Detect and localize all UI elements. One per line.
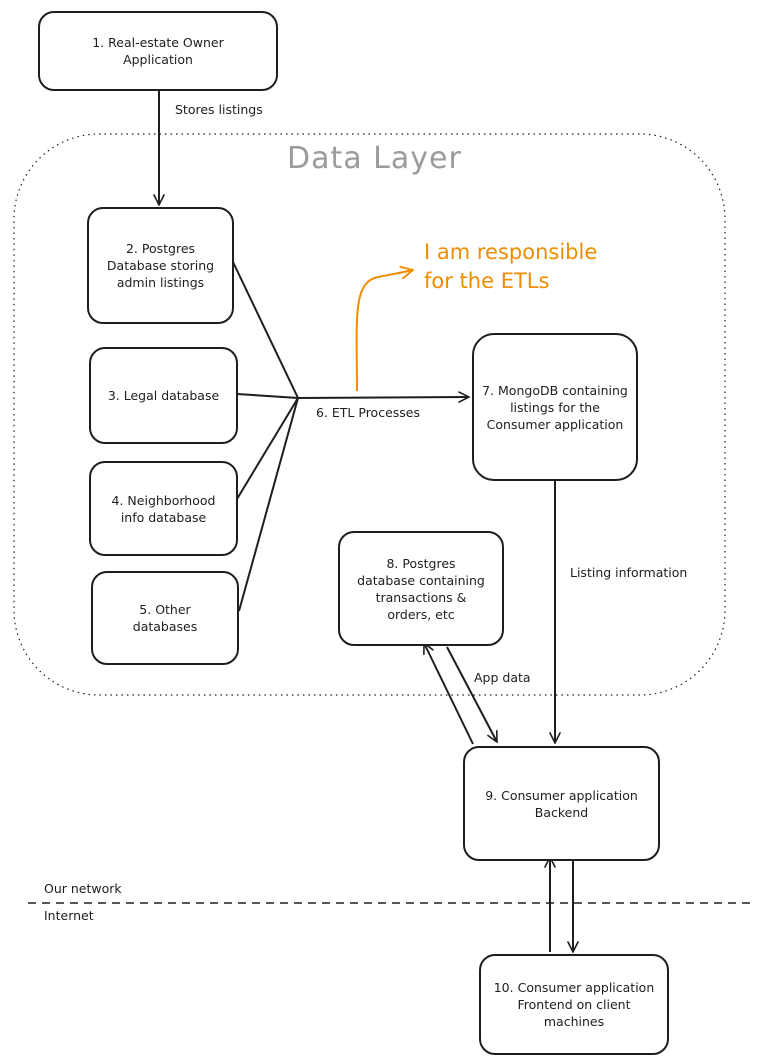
label-stores-listings: Stores listings: [175, 102, 263, 117]
label-listing-information: Listing information: [570, 565, 688, 580]
label-etl-processes: 6. ETL Processes: [316, 405, 420, 420]
edge-postgres-to-backend: [446, 646, 498, 742]
node-real-estate-owner-app: 1. Real-estate Owner Application: [38, 11, 278, 91]
node-other-databases: 5. Other databases: [91, 571, 239, 665]
node-9-label: 9. Consumer application Backend: [485, 787, 638, 820]
label-app-data: App data: [474, 670, 531, 685]
node-4-label: 4. Neighborhood info database: [111, 492, 216, 525]
node-consumer-frontend: 10. Consumer application Frontend on cli…: [479, 954, 669, 1055]
node-postgres-transactions: 8. Postgres database containing transact…: [338, 531, 504, 646]
node-neighborhood-database: 4. Neighborhood info database: [89, 461, 238, 556]
data-layer-title: Data Layer: [287, 141, 462, 176]
edge-backend-to-postgres: [424, 643, 474, 745]
edge-neighborhood-to-etl: [236, 397, 299, 500]
annotation-arrow: [355, 270, 413, 392]
node-3-label: 3. Legal database: [107, 388, 220, 403]
edge-etl-to-mongodb: [297, 397, 469, 398]
data-layer-container: [13, 133, 726, 696]
edge-postgres-to-etl: [232, 261, 299, 399]
label-our-network: Our network: [44, 881, 122, 896]
node-consumer-backend: 9. Consumer application Backend: [463, 746, 660, 861]
node-5-label: 5. Other databases: [132, 602, 198, 634]
node-7-label: 7. MongoDB containing listings for the C…: [482, 382, 628, 432]
node-1-label: 1. Real-estate Owner Application: [92, 35, 224, 67]
node-postgres-admin-listings: 2. Postgres Database storing admin listi…: [87, 207, 234, 324]
node-mongodb: 7. MongoDB containing listings for the C…: [472, 333, 638, 481]
node-10-label: 10. Consumer application Frontend on cli…: [493, 980, 655, 1029]
etl-responsibility-note: I am responsible for the ETLs: [424, 240, 598, 293]
label-internet: Internet: [44, 908, 94, 923]
node-legal-database: 3. Legal database: [89, 347, 238, 444]
edge-other-to-etl: [238, 397, 299, 612]
node-8-label: 8. Postgres database containing transact…: [357, 555, 485, 622]
edge-legal-to-etl: [236, 393, 299, 399]
node-2-label: 2. Postgres Database storing admin listi…: [106, 241, 215, 290]
